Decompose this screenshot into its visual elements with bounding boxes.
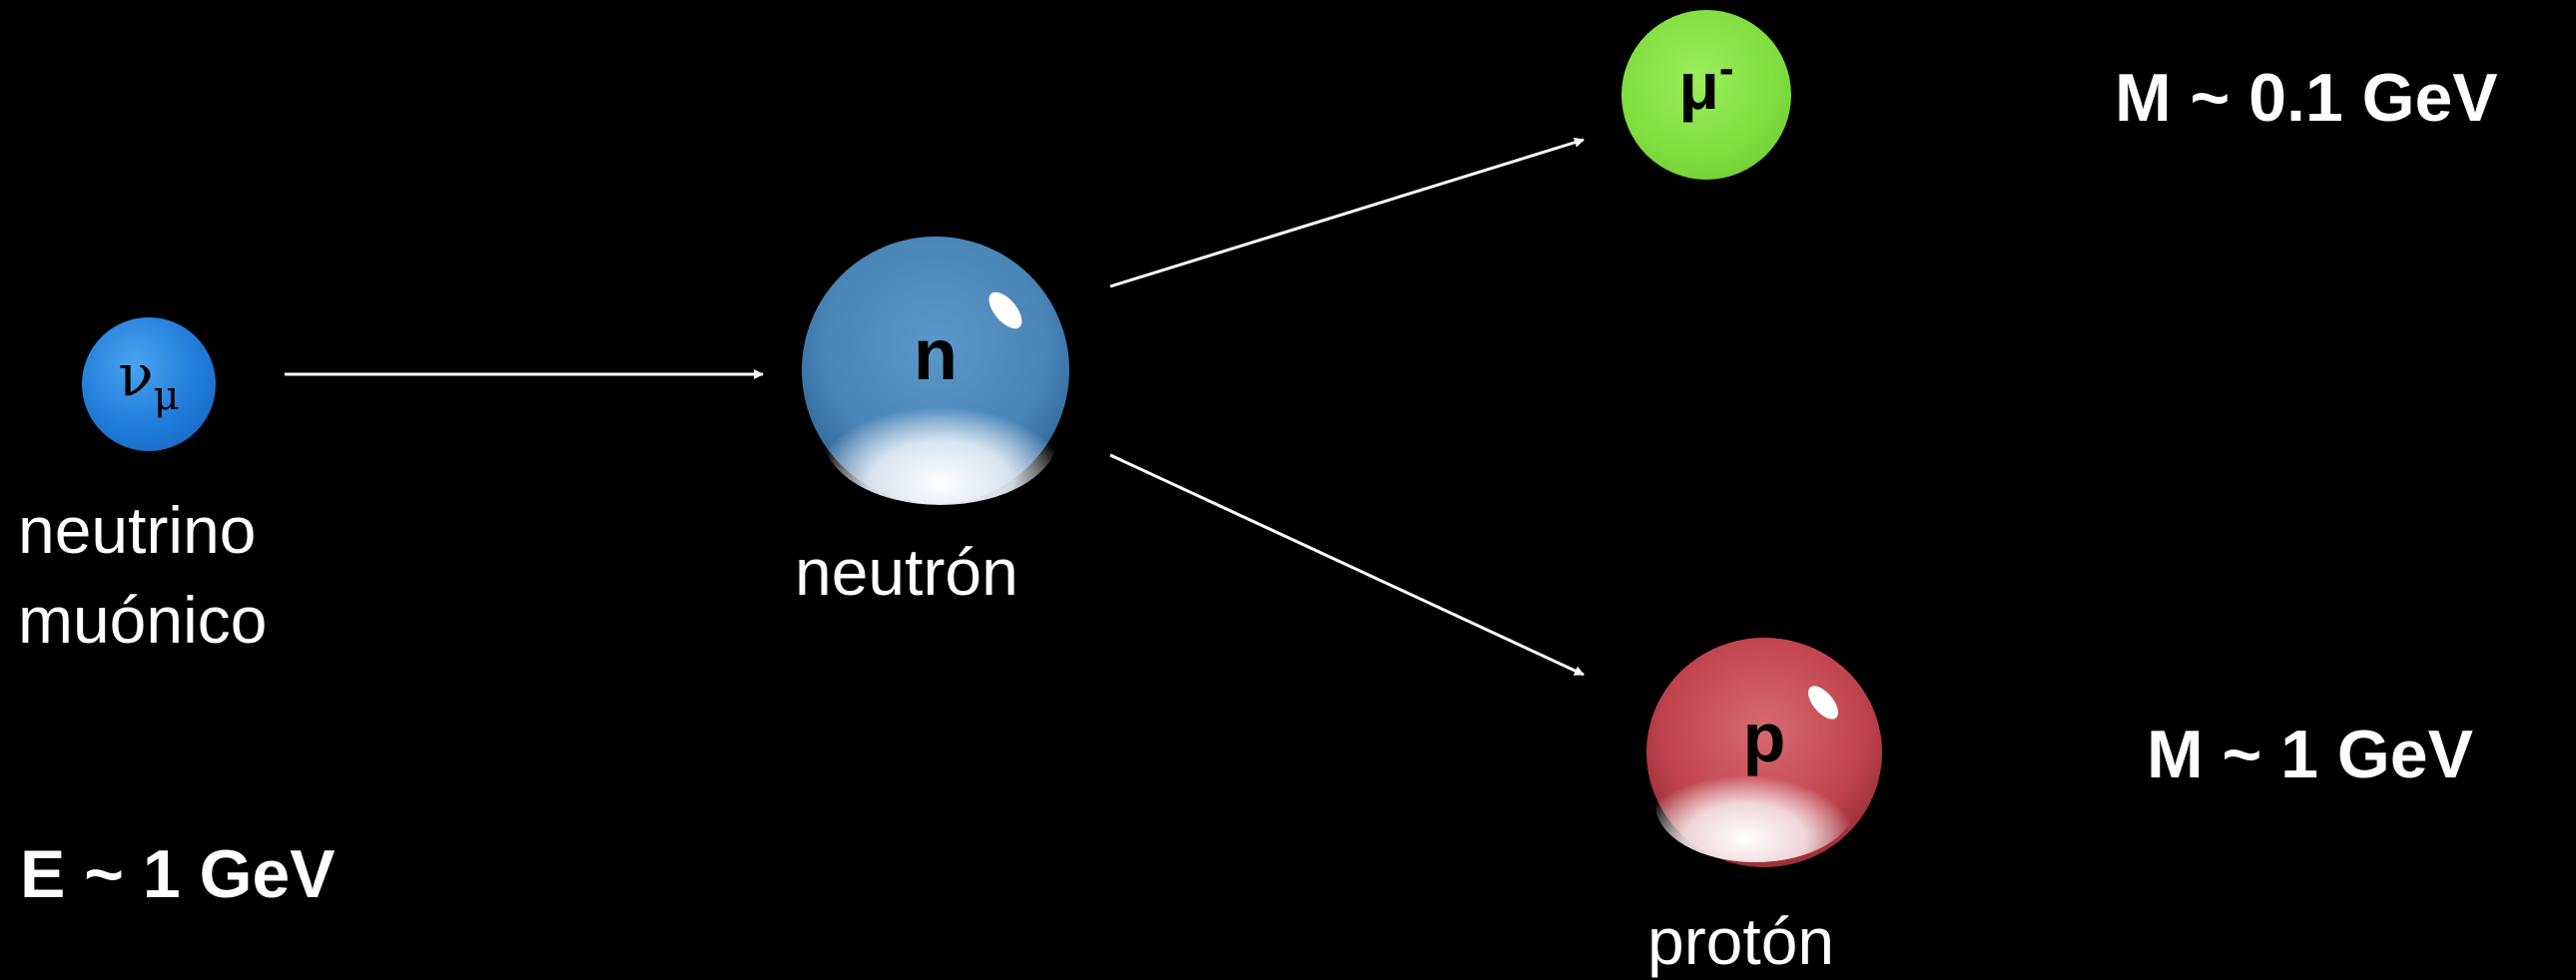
arrow-neutron-to-proton xyxy=(1110,455,1584,675)
neutron-symbol: n xyxy=(914,314,958,396)
proton-label: protón xyxy=(1647,896,1834,980)
neutron-label: neutrón xyxy=(795,527,1018,617)
neutrino-label-line2: muónico xyxy=(18,575,267,665)
neutrino-particle: νμ xyxy=(82,317,216,451)
proton-mass-annotation: M ~ 1 GeV xyxy=(2147,715,2473,794)
energy-annotation: E ~ 1 GeV xyxy=(20,834,335,914)
arrow-neutron-to-muon xyxy=(1110,140,1584,286)
neutron-particle: n xyxy=(801,236,1070,505)
neutrino-symbol: νμ xyxy=(118,341,179,419)
neutrino-label-line1: neutrino xyxy=(18,485,267,575)
muon-mass-annotation: M ~ 0.1 GeV xyxy=(2115,58,2498,138)
proton-symbol: p xyxy=(1743,698,1786,777)
neutrino-subscript: μ xyxy=(154,373,180,419)
muon-superscript: - xyxy=(1719,44,1734,93)
neutrino-label: neutrino muónico xyxy=(18,485,267,665)
muon-particle: μ- xyxy=(1621,10,1791,180)
muon-symbol: μ- xyxy=(1678,44,1733,124)
proton-particle: p xyxy=(1645,637,1883,868)
